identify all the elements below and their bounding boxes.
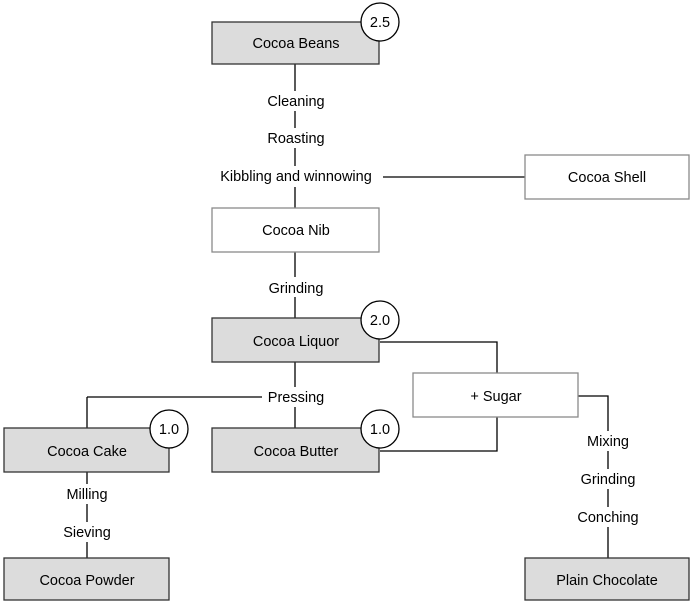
node-cocoa-shell: Cocoa Shell xyxy=(524,154,690,200)
node-cocoa-butter-label: Cocoa Butter xyxy=(254,444,339,460)
step-grinding-chocolate: Grinding xyxy=(581,472,636,488)
node-plain-chocolate: Plain Chocolate xyxy=(524,557,690,601)
node-cocoa-powder-label: Cocoa Powder xyxy=(39,573,134,589)
step-conching: Conching xyxy=(577,510,638,526)
step-roasting: Roasting xyxy=(267,131,324,147)
step-kibbling-and-winnowing: Kibbling and winnowing xyxy=(220,169,372,185)
connector-sugar-chocolate xyxy=(578,395,609,558)
node-plus-sugar-label: + Sugar xyxy=(470,389,521,405)
connectors xyxy=(86,64,609,558)
badge-cocoa-cake-value: 1.0 xyxy=(159,422,179,438)
node-cocoa-shell-label: Cocoa Shell xyxy=(568,170,646,186)
badge-cocoa-beans-value: 2.5 xyxy=(370,15,390,31)
step-cleaning: Cleaning xyxy=(267,94,324,110)
node-cocoa-liquor: Cocoa Liquor xyxy=(211,317,380,363)
connector-liquor-sugar xyxy=(380,341,498,373)
node-cocoa-beans: Cocoa Beans xyxy=(211,21,380,65)
badges: 2.5 2.0 1.0 1.0 xyxy=(149,2,400,449)
node-cocoa-nib-label: Cocoa Nib xyxy=(262,223,330,239)
badge-cocoa-cake: 1.0 xyxy=(149,409,189,449)
step-sieving: Sieving xyxy=(63,525,111,541)
node-cocoa-liquor-label: Cocoa Liquor xyxy=(253,334,339,350)
badge-cocoa-butter-value: 1.0 xyxy=(370,422,390,438)
step-grinding-liquor: Grinding xyxy=(269,281,324,297)
node-cocoa-powder: Cocoa Powder xyxy=(3,557,170,601)
badge-cocoa-butter: 1.0 xyxy=(360,409,400,449)
nodes: Cocoa Beans Cocoa Shell Cocoa Nib Cocoa … xyxy=(3,21,690,601)
node-cocoa-beans-label: Cocoa Beans xyxy=(252,36,339,52)
node-plain-chocolate-label: Plain Chocolate xyxy=(556,573,658,589)
node-cocoa-butter: Cocoa Butter xyxy=(211,427,380,473)
badge-cocoa-beans: 2.5 xyxy=(360,2,400,42)
step-labels: Cleaning Roasting Kibbling and winnowing… xyxy=(58,91,646,542)
badge-cocoa-liquor-value: 2.0 xyxy=(370,313,390,329)
badge-cocoa-liquor: 2.0 xyxy=(360,300,400,340)
node-cocoa-cake-label: Cocoa Cake xyxy=(47,444,127,460)
step-milling: Milling xyxy=(66,487,107,503)
node-cocoa-cake: Cocoa Cake xyxy=(3,427,170,473)
step-mixing: Mixing xyxy=(587,434,629,450)
step-pressing: Pressing xyxy=(268,390,324,406)
node-cocoa-nib: Cocoa Nib xyxy=(211,207,380,253)
connector-butter-sugar xyxy=(380,417,498,452)
node-plus-sugar: + Sugar xyxy=(412,372,579,418)
